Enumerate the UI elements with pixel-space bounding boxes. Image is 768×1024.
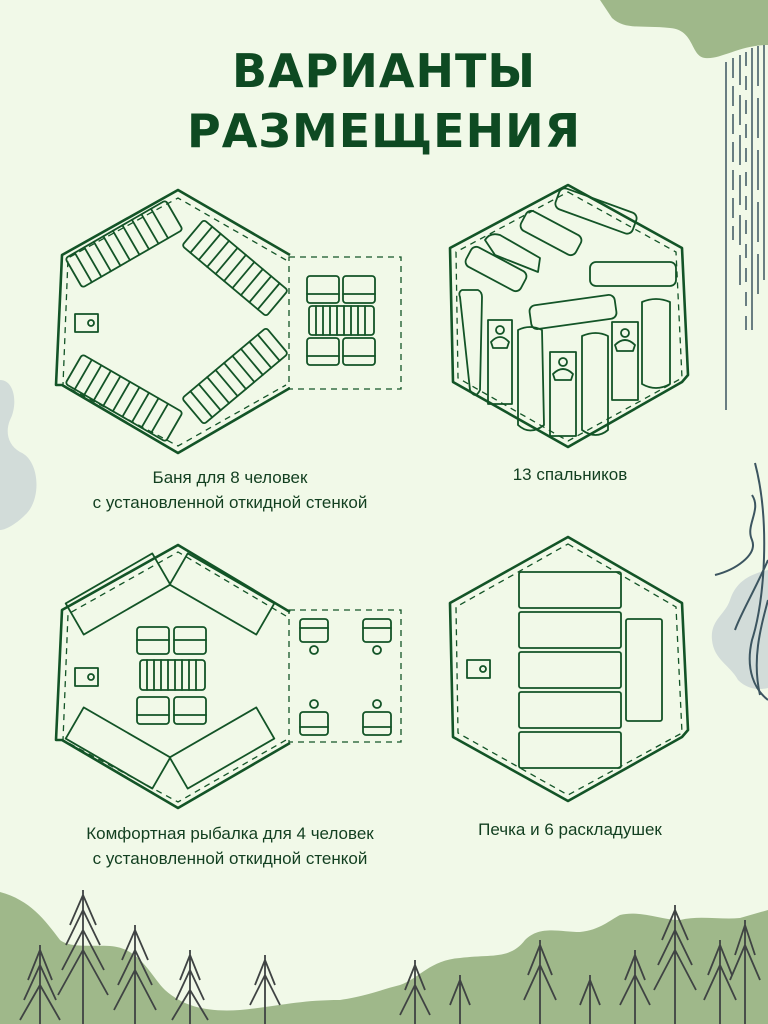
cot-icon [518, 691, 622, 729]
caption-line: 13 спальников [512, 465, 628, 484]
fold-down-wall-area [288, 609, 402, 743]
stove-chimney-icon [87, 319, 95, 327]
table-with-seats-icon [306, 275, 376, 366]
tent-outline [54, 543, 291, 810]
cot-icon [518, 651, 622, 689]
sleeping-bag-icon [458, 187, 677, 437]
tent-outline [448, 183, 690, 449]
tent-inner-dashed [62, 551, 287, 803]
page-title-line2: РАЗМЕЩЕНИЯ [186, 104, 581, 158]
tent-outline [448, 535, 690, 803]
diagram-cots [448, 535, 690, 803]
caption-fishing: Комфортная рыбалка для 4 человек с устан… [30, 821, 430, 871]
caption-line: с установленной откидной стенкой [92, 849, 368, 868]
branch-icon [714, 462, 768, 701]
rain-lines-icon [725, 45, 765, 410]
tent-inner-dashed [455, 543, 683, 796]
stove-icon [74, 667, 99, 687]
cot-icon [625, 618, 663, 722]
bench-icon [182, 327, 288, 425]
caption-line: Баня для 8 человек [152, 468, 308, 487]
stove-chimney-icon [87, 673, 95, 681]
diagram-sauna [54, 188, 402, 455]
cot-icon [518, 571, 622, 609]
caption-line: Комфортная рыбалка для 4 человек [86, 824, 374, 843]
table-with-seats-icon [136, 626, 207, 725]
stove-chimney-icon [479, 665, 487, 673]
diagram-sleeping-bags [448, 183, 690, 449]
bench-icon [65, 354, 183, 442]
top-right-hill-shape [600, 0, 768, 59]
tent-inner-dashed [62, 197, 287, 447]
forest-trees-icon [19, 890, 761, 1024]
caption-sleeping-bags: 13 спальников [440, 462, 700, 487]
caption-cots: Печка и 6 раскладушек [440, 817, 700, 842]
diagram-fishing [54, 543, 402, 810]
fold-down-wall-area [288, 256, 402, 390]
cot-icon [168, 706, 276, 790]
tent-outline [54, 188, 291, 455]
cot-icon [518, 731, 622, 769]
bench-icon [65, 200, 183, 288]
stove-icon [74, 313, 99, 333]
cot-icon [168, 552, 276, 636]
bench-icon [182, 219, 288, 317]
tent-inner-dashed [455, 191, 683, 442]
caption-line: с установленной откидной стенкой [92, 493, 368, 512]
page-title-line1: ВАРИАНТЫ [231, 44, 536, 98]
cot-icon [518, 611, 622, 649]
left-blob-shape [0, 380, 37, 530]
bottom-hills-shape [0, 892, 768, 1024]
cot-icon [64, 552, 172, 636]
stove-icon [466, 659, 491, 679]
cot-icon [64, 706, 172, 790]
caption-line: Печка и 6 раскладушек [478, 820, 662, 839]
fishing-seat-icon [299, 618, 392, 736]
caption-sauna: Баня для 8 человек с установленной откид… [40, 465, 420, 515]
right-blob-shape [711, 570, 768, 690]
